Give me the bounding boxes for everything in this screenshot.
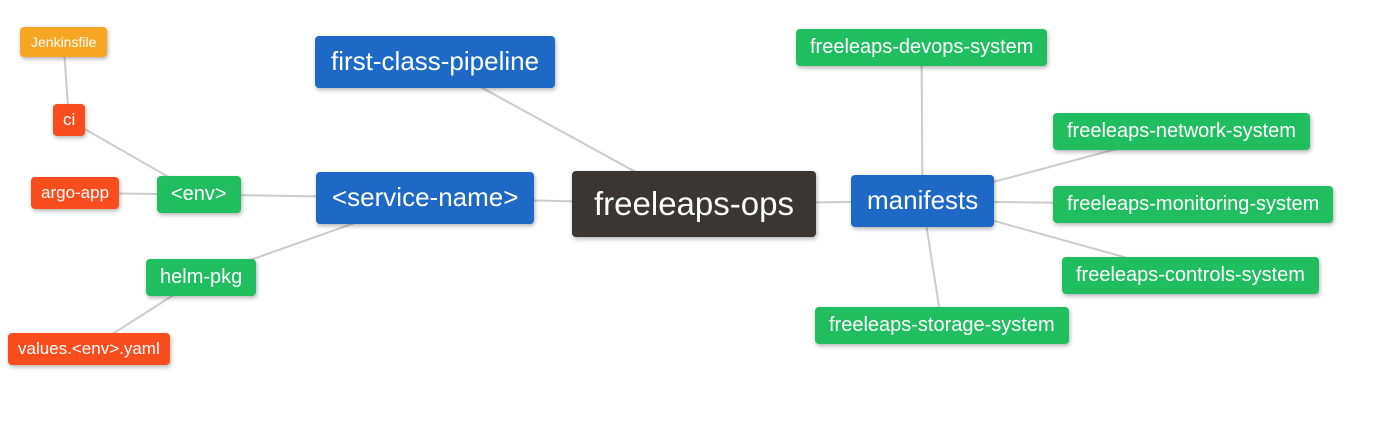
- node-ci[interactable]: ci: [53, 104, 86, 136]
- node-freeleaps-ops[interactable]: freeleaps-ops: [572, 171, 816, 237]
- node-freeleaps-storage-system[interactable]: freeleaps-storage-system: [815, 307, 1069, 344]
- node-freeleaps-network-system[interactable]: freeleaps-network-system: [1053, 113, 1310, 150]
- node-manifests[interactable]: manifests: [851, 175, 995, 227]
- node-jenkinsfile[interactable]: Jenkinsfile: [20, 27, 108, 58]
- node-values-env-yaml[interactable]: values.<env>.yaml: [8, 333, 170, 365]
- node-freeleaps-controls-system[interactable]: freeleaps-controls-system: [1062, 257, 1319, 294]
- node-service-name[interactable]: <service-name>: [316, 172, 535, 224]
- node-argo-app[interactable]: argo-app: [31, 177, 120, 209]
- node-freeleaps-devops-system[interactable]: freeleaps-devops-system: [796, 29, 1048, 66]
- node-freeleaps-monitoring-system[interactable]: freeleaps-monitoring-system: [1053, 186, 1334, 223]
- node-env[interactable]: <env>: [157, 176, 241, 213]
- node-helm-pkg[interactable]: helm-pkg: [146, 259, 257, 296]
- node-first-class-pipeline[interactable]: first-class-pipeline: [315, 36, 556, 88]
